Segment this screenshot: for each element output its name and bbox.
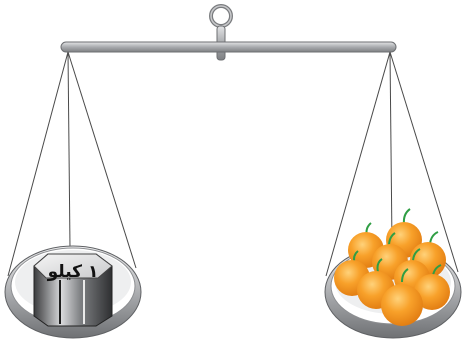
weight-block-icon: ١ كيلو bbox=[34, 254, 112, 326]
left-strings bbox=[8, 52, 136, 276]
weight-label: ١ كيلو bbox=[47, 262, 99, 282]
scale-beam bbox=[61, 42, 396, 52]
